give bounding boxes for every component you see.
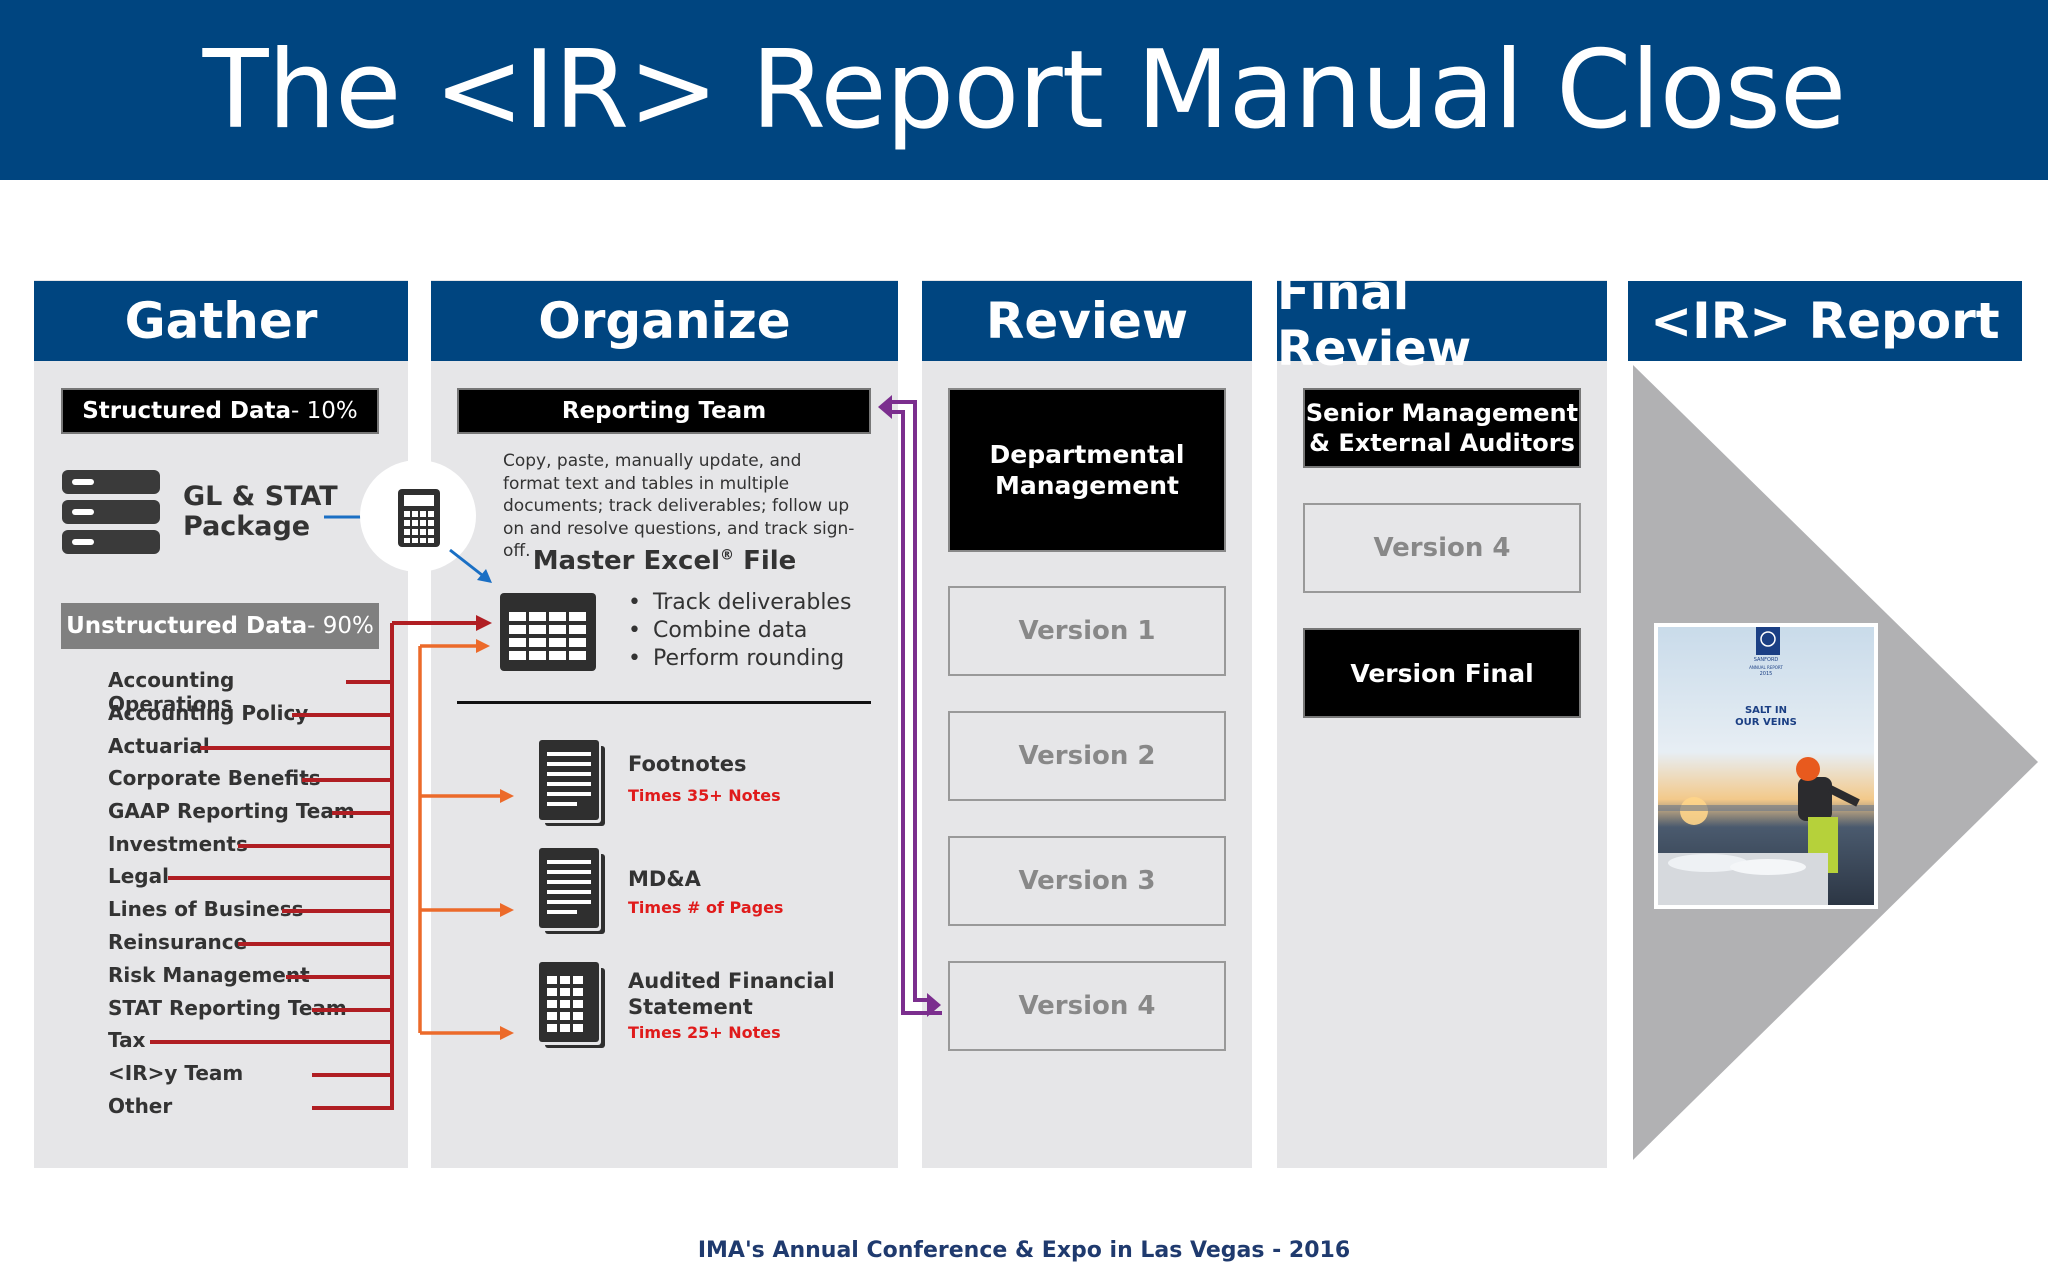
footer-text: IMA's Annual Conference & Expo in Las Ve…: [697, 1238, 1351, 1263]
bullet-item: Perform rounding: [628, 645, 888, 673]
bullet-item: Track deliverables: [628, 589, 888, 617]
organize-divider: [457, 701, 871, 704]
unstructured-data-percent: - 90%: [307, 613, 374, 639]
cover-brand: SANFORD: [1753, 657, 1779, 663]
dept-line1: Departmental: [989, 440, 1185, 469]
source-item: STAT Reporting Team: [108, 996, 347, 1020]
footnotes-title: Footnotes: [628, 752, 747, 776]
gl-stat-line1: GL & STAT: [183, 481, 338, 512]
financial-statement-spreadsheet-icon: [539, 962, 605, 1048]
master-file-suffix: File: [734, 546, 797, 576]
gl-stat-package-label: GL & STAT Package: [183, 482, 343, 542]
structured-data-label: Structured Data - 10%: [61, 388, 379, 434]
blue-arrow-to-master-file: [449, 548, 492, 583]
footnotes-note: Times 35+ Notes: [628, 786, 781, 805]
source-item: Tax: [108, 1028, 146, 1052]
reporting-team-label: Reporting Team: [457, 388, 871, 434]
financial-statement-note: Times 25+ Notes: [628, 1023, 781, 1042]
financial-statement-title: Audited Financial Statement: [628, 968, 835, 1020]
master-excel-name: Master Excel: [532, 546, 721, 576]
dept-line2: Management: [994, 471, 1179, 500]
source-item: GAAP Reporting Team: [108, 799, 355, 823]
unstructured-data-text: Unstructured Data: [66, 613, 308, 639]
source-item: Accounting Operations: [108, 668, 235, 716]
final-review-header: Final Review: [1277, 265, 1607, 377]
bullet-item: Combine data: [628, 617, 888, 645]
source-item: Risk Management: [108, 963, 310, 987]
review-header: Review: [922, 281, 1252, 361]
mdna-title: MD&A: [628, 867, 701, 891]
senior-management-box: Senior Management & External Auditors: [1303, 388, 1581, 468]
senior-line1: Senior Management: [1305, 399, 1579, 427]
master-file-bullets: Track deliverables Combine data Perform …: [628, 589, 888, 673]
source-item: Other: [108, 1094, 173, 1118]
gather-header: Gather: [34, 281, 408, 361]
source-item: Actuarial: [108, 734, 210, 758]
structured-data-text: Structured Data: [82, 398, 292, 424]
source-item: <IR>y Team: [108, 1061, 244, 1085]
organize-description: Copy, paste, manually update, and format…: [503, 451, 855, 561]
final-review-version-4: Version 4: [1303, 503, 1581, 593]
cover-headline: SALT IN OUR VEINS: [1658, 705, 1874, 729]
database-icon: [62, 470, 160, 554]
source-item: Accounting Policy: [108, 701, 309, 725]
cover-photo: [1658, 627, 1874, 905]
structured-data-percent: - 10%: [291, 398, 358, 424]
review-version-3: Version 3: [948, 836, 1226, 926]
source-item: Corporate Benefits: [108, 766, 321, 790]
annual-report-cover: SANFORD ANNUAL REPORT 2015 SALT IN OUR V…: [1654, 623, 1878, 909]
cover-headline-line2: OUR VEINS: [1735, 717, 1797, 728]
purple-feedback-arrows: [878, 395, 942, 1017]
spreadsheet-icon: [500, 593, 596, 671]
red-source-connectors: [150, 615, 514, 1110]
review-version-1: Version 1: [948, 586, 1226, 676]
version-final-box: Version Final: [1303, 628, 1581, 718]
unstructured-data-label: Unstructured Data - 90%: [61, 603, 379, 649]
organize-header: Organize: [431, 281, 898, 361]
financial-statement-title-line2: Statement: [628, 995, 753, 1019]
source-item: Lines of Business: [108, 897, 304, 921]
mdna-note: Times # of Pages: [628, 898, 784, 917]
title-banner: [0, 0, 2048, 180]
calculator-icon: [398, 489, 440, 547]
source-item: Investments: [108, 832, 248, 856]
master-excel-title: Master Excel® File: [431, 546, 898, 576]
mdna-document-icon: [539, 848, 605, 934]
footnotes-document-icon: [539, 740, 605, 826]
review-version-2: Version 2: [948, 711, 1226, 801]
source-item: Legal: [108, 864, 169, 888]
review-version-4: Version 4: [948, 961, 1226, 1051]
financial-statement-title-line1: Audited Financial: [628, 969, 835, 993]
departmental-management-box: Departmental Management: [948, 388, 1226, 552]
source-item: Reinsurance: [108, 930, 248, 954]
registered-mark: ®: [720, 547, 735, 564]
cover-headline-line1: SALT IN: [1744, 705, 1788, 716]
ir-report-header: <IR> Report: [1628, 281, 2022, 361]
page-title: The <IR> Report Manual Close: [202, 27, 1847, 153]
cover-subtitle: ANNUAL REPORT: [1749, 665, 1783, 670]
senior-line2: & External Auditors: [1309, 429, 1575, 457]
gl-stat-line2: Package: [183, 511, 311, 542]
cover-year: 2015: [1759, 671, 1773, 677]
